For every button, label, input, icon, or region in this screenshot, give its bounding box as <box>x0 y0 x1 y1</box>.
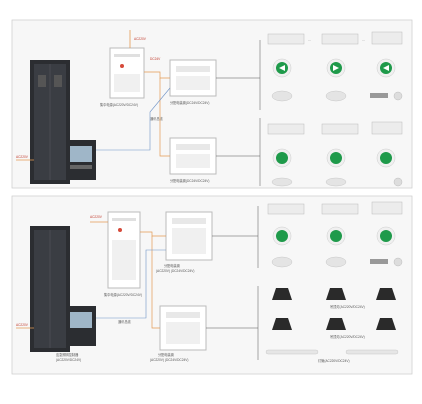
dist-label-bottom-1: 分配电装置 <box>164 263 180 268</box>
power-input-label-ups: AC220V <box>90 215 103 219</box>
controller-bottom <box>66 306 96 346</box>
dist-label-top-2: 分配电装置(DC24V/DC24V) <box>170 178 210 183</box>
highbay-lamps-row-2 <box>272 318 396 330</box>
dist-box-top-1 <box>169 59 217 97</box>
dist-label-top-1: 分配电装置(DC24V/DC24V) <box>170 100 210 105</box>
dots-1: ... <box>308 38 311 42</box>
dist-box-bottom-2 <box>159 305 207 351</box>
ups-label-bottom: 集中电源(AC220V/DC24V) <box>104 292 142 297</box>
comm-label-top: 通讯总线 <box>150 116 164 121</box>
highbay-lamps-row-1 <box>272 288 396 300</box>
dist-label-bottom-2: 分配电装置 <box>158 352 174 357</box>
bottom-panel: 应急照明控制器 (AC220V/DC24V) AC220V AC220V 集中电… <box>11 195 413 375</box>
device-rows-top: ... ... <box>259 31 403 187</box>
ups-input-label: AC220V <box>134 37 147 41</box>
lamp-label-1: 吊顶灯(AC220V/DC24V) <box>330 304 365 309</box>
power-input-label-top: AC220V <box>16 155 29 159</box>
top-panel: AC220V 集中电源(AC220V/DC24V) DC24V AC220V 分… <box>11 19 413 189</box>
ups-label-top: 集中电源(AC220V/DC24V) <box>100 102 138 107</box>
main-cabinet-top <box>30 60 70 184</box>
ups-unit-top <box>109 47 145 99</box>
ups-unit-bottom <box>107 211 141 289</box>
lamp-label-2: 吊顶灯(AC220V/DC24V) <box>330 334 365 339</box>
ups-output-label: DC24V <box>150 57 161 61</box>
controller-top <box>66 140 96 180</box>
tube-label: 灯管(AC220V/DC24V) <box>318 358 350 363</box>
dist-sub-bottom-1: (AC220V) (DC24V/DC24V) <box>156 269 194 273</box>
device-rows-bottom: 吊顶灯(AC220V/DC24V) 吊顶灯(AC220V/DC24V) 灯管(A… <box>257 201 403 363</box>
controller-label: 应急照明控制器 <box>56 352 79 357</box>
power-input-label-bottom: AC220V <box>16 323 29 327</box>
dist-box-top-2 <box>169 137 217 175</box>
dist-sub-bottom-2: (AC220V) (DC24V/DC24V) <box>150 358 188 362</box>
dist-box-bottom-1 <box>165 211 213 261</box>
controller-sub: (AC220V/DC24V) <box>56 358 81 362</box>
dots-2: ... <box>362 38 365 42</box>
main-cabinet-bottom <box>30 226 70 352</box>
comm-label-bottom: 通讯总线 <box>118 319 132 324</box>
